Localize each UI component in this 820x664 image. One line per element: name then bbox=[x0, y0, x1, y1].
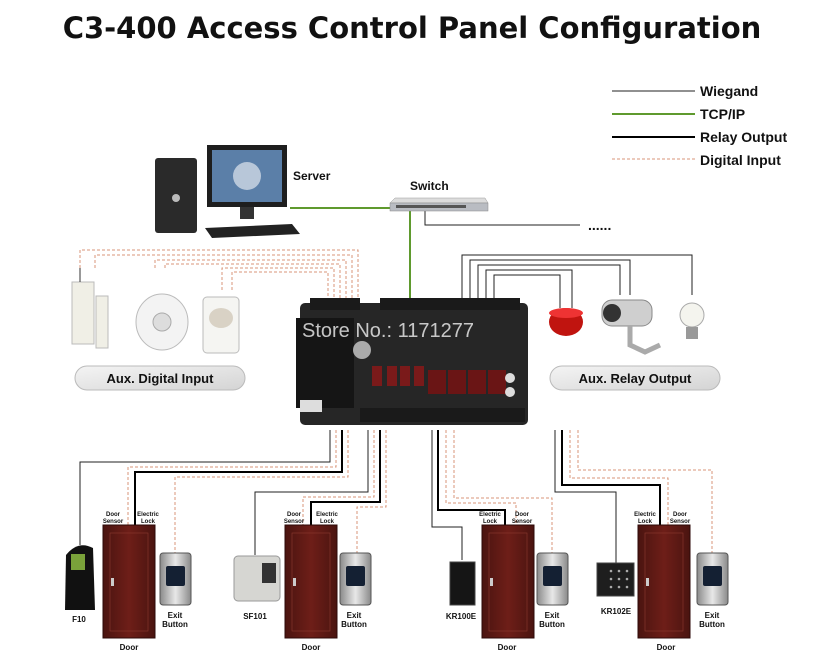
server-computer bbox=[155, 145, 300, 238]
more-devices: ...... bbox=[588, 217, 611, 233]
door bbox=[284, 524, 338, 639]
legend: Wiegand TCP/IP Relay Output Digital Inpu… bbox=[612, 83, 787, 168]
page-title: C3-400 Access Control Panel Configuratio… bbox=[63, 11, 762, 45]
door-label: Door bbox=[302, 643, 321, 652]
reader-label: SF101 bbox=[243, 612, 267, 621]
aux-output-badge bbox=[549, 365, 721, 391]
kr100e-reader bbox=[449, 561, 476, 606]
aux-input-wiring bbox=[79, 249, 359, 300]
door bbox=[481, 524, 535, 639]
aux-input-devices bbox=[71, 268, 240, 354]
reader-label: F10 bbox=[72, 615, 86, 624]
c3-400-panel bbox=[296, 298, 528, 425]
door-label: Door bbox=[498, 643, 517, 652]
aux-output-wiring bbox=[461, 254, 693, 308]
door-label: Door bbox=[120, 643, 139, 652]
server-label: Server bbox=[293, 169, 331, 183]
aux-output-devices bbox=[549, 299, 705, 355]
store-watermark: Store No.: 1171277 bbox=[302, 320, 474, 342]
switch-more-link bbox=[424, 210, 580, 226]
switch-label: Switch bbox=[410, 179, 449, 193]
legend-tcp: TCP/IP bbox=[700, 106, 745, 122]
reader-label: KR102E bbox=[601, 607, 632, 616]
door bbox=[637, 524, 691, 639]
legend-wiegand: Wiegand bbox=[700, 83, 758, 99]
aux-input-badge bbox=[74, 365, 246, 391]
kr102e-reader bbox=[596, 562, 635, 597]
door-wiring bbox=[79, 430, 713, 563]
aux-input-label: Aux. Digital Input bbox=[107, 371, 215, 386]
reader-label: KR100E bbox=[446, 612, 477, 621]
door-label: Door bbox=[657, 643, 676, 652]
legend-digital: Digital Input bbox=[700, 152, 781, 168]
door bbox=[102, 524, 156, 639]
legend-relay: Relay Output bbox=[700, 129, 787, 145]
network-switch bbox=[389, 197, 489, 212]
aux-output-label: Aux. Relay Output bbox=[579, 371, 692, 386]
